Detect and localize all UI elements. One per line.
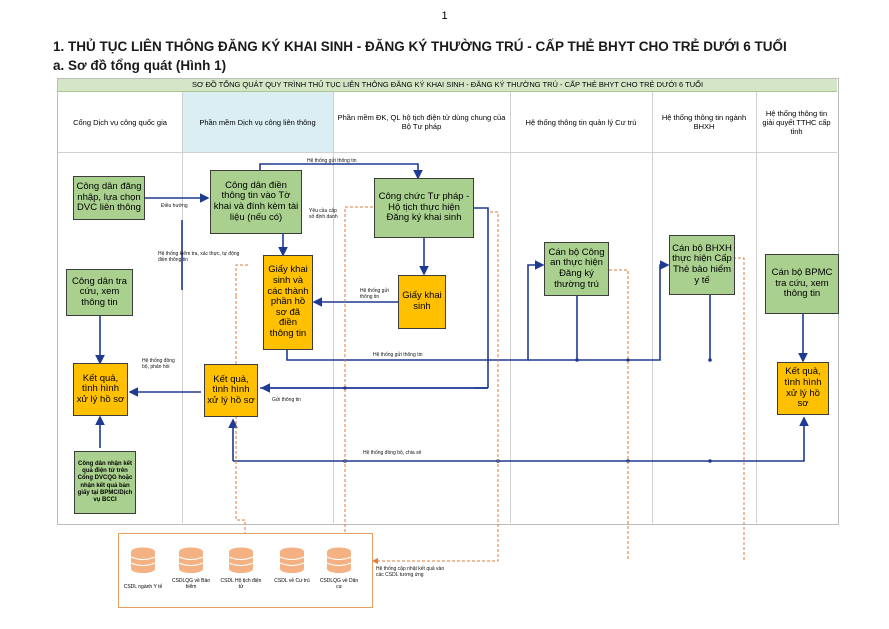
db-label-population: CSDLQG về Dân cư: [319, 578, 359, 590]
label-check-auth: Hệ thống kiểm tra, xác thực, tự động điề…: [158, 251, 240, 264]
label-request-id: Yêu cầu cấp số định danh: [309, 208, 338, 221]
police-officer-box: Cán bộ Công an thực hiện Đăng ký thường …: [544, 242, 609, 296]
label-update-db: Hệ thống cập nhật kết quả vào các CSDL t…: [376, 566, 445, 579]
section-subheading: a. Sơ đồ tổng quát (Hình 1): [53, 58, 227, 73]
database-icon: [324, 546, 354, 579]
citizen-fill-box: Công dân điền thông tin vào Tờ khai và đ…: [210, 170, 302, 234]
result-box-portal: Kết quả, tình hình xử lý hồ sơ: [73, 363, 128, 416]
citizen-receive-box: Công dân nhận kết quả điện tử trên Cổng …: [74, 451, 136, 514]
db-label-residence: CSDL về Cư trú: [274, 578, 310, 584]
db-label-insurance: CSDLQG về Bảo hiểm: [171, 578, 211, 590]
justice-officer-box: Công chức Tư pháp - Hộ tịch thực hiện Đă…: [374, 178, 474, 238]
label-send-info-bottom: Hệ thống gửi thông tin: [373, 352, 423, 358]
label-sync-feedback: Hệ thống đồng bộ, phản hồi: [142, 358, 175, 371]
page-number: 1: [441, 10, 448, 22]
result-box-liaison: Kết quả, tình hình xử lý hồ sơ: [204, 364, 258, 417]
label-send-notice: Gửi thông tin: [272, 397, 301, 403]
bpmc-officer-box: Cán bộ BPMC tra cứu, xem thông tin: [765, 254, 839, 314]
lane-header-civil-registry: Phần mềm ĐK, QL hộ tịch điện tử dùng chu…: [337, 113, 506, 131]
lane-divider: [652, 92, 653, 523]
lane-divider: [756, 92, 757, 523]
lane-header-bhxh: Hệ thống thông tin ngành BHXH: [661, 113, 747, 131]
birth-cert-box: Giấy khai sinh: [398, 275, 446, 329]
database-icon: [226, 546, 256, 579]
diagram-title: SƠ ĐỒ TỔNG QUÁT QUY TRÌNH THỦ TỤC LIÊN T…: [58, 79, 837, 92]
bhxh-officer-box: Cán bộ BHXH thực hiện Cấp Thẻ bảo hiểm y…: [669, 235, 735, 295]
lane-header-national-portal: Cổng Dịch vụ công quốc gia: [73, 117, 167, 127]
label-navigate: Điều hướng: [161, 203, 188, 209]
database-icon: [128, 546, 158, 579]
lane-header-residence: Hệ thống thông tin quản lý Cư trú: [525, 117, 637, 127]
lane-divider: [510, 92, 511, 523]
database-icon: [277, 546, 307, 579]
lane-divider: [333, 92, 334, 523]
citizen-lookup-box: Công dân tra cứu, xem thông tin: [66, 269, 133, 316]
citizen-login-box: Công dân đăng nhập, lựa chọn DVC liên th…: [73, 176, 145, 220]
document-heading: 1. THỦ TỤC LIÊN THÔNG ĐĂNG KÝ KHAI SINH …: [53, 39, 787, 54]
db-label-health: CSDL ngành Y tế: [123, 584, 163, 590]
database-icon: [176, 546, 206, 579]
lane-header-province: Hệ thống thông tin giải quyết TTHC cấp t…: [762, 108, 831, 136]
result-box-province: Kết quả, tình hình xử lý hồ sơ: [777, 362, 829, 415]
birth-docs-box: Giấy khai sinh và các thành phần hồ sơ đ…: [263, 255, 313, 350]
lane-header-liaison-software: Phần mềm Dịch vụ công liên thông: [182, 92, 333, 152]
db-label-civil-registry: CSDL Hộ tịch điện tử: [220, 578, 262, 590]
label-send-info-mid: Hệ thống gửi thông tin: [360, 288, 389, 301]
lane-divider: [182, 92, 183, 523]
label-sync-share: Hệ thống đồng bộ, chia sẻ: [363, 450, 422, 456]
label-send-info-top: Hệ thống gửi thông tin: [307, 158, 357, 164]
header-separator: [58, 152, 837, 153]
